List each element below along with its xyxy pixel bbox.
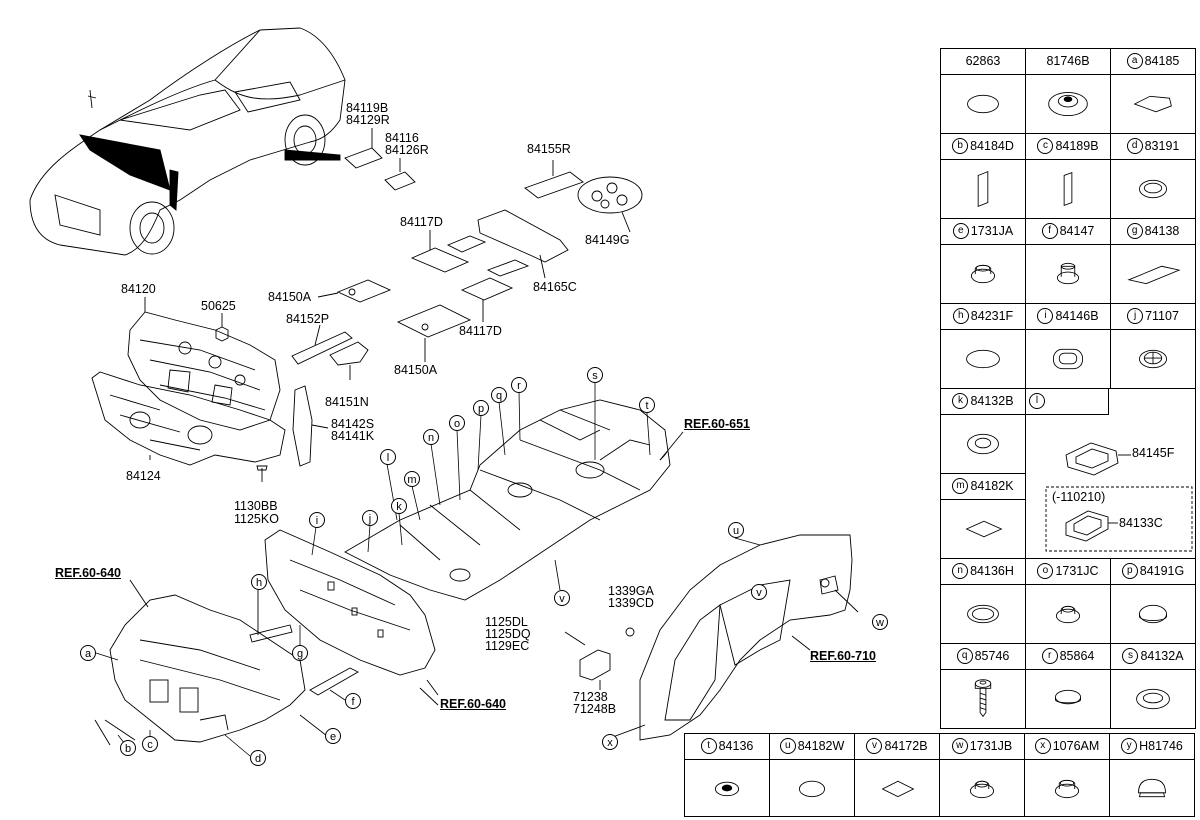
label-1125DQ: 1125DQ xyxy=(485,627,531,641)
callout-o: o xyxy=(449,415,465,431)
label-84165C: 84165C xyxy=(533,280,577,294)
callout-w: w xyxy=(872,614,888,630)
callout-p: p xyxy=(473,400,489,416)
label-84126R: 84126R xyxy=(385,143,429,157)
label-84117D-upper: 84117D xyxy=(400,215,443,229)
label-84129R: 84129R xyxy=(346,113,390,127)
label-1125DL: 1125DL xyxy=(485,615,528,629)
label-1339CD: 1339CD xyxy=(608,596,654,610)
legend-l-variant: (-110210) xyxy=(1052,490,1106,504)
callout-n: n xyxy=(423,429,439,445)
label-1339GA: 1339GA xyxy=(608,584,654,598)
ref-60-710[interactable]: REF.60-710 xyxy=(810,649,877,663)
callout-s: s xyxy=(587,367,603,383)
front-insulator xyxy=(109,594,306,743)
callout-q: q xyxy=(491,387,507,403)
callout-k: k xyxy=(391,498,407,514)
exploded-diagram xyxy=(29,27,859,757)
legend-cell-62863: 62863 xyxy=(940,48,1026,134)
callout-u: u xyxy=(728,522,744,538)
callout-x: x xyxy=(602,734,618,750)
callout-h: h xyxy=(251,574,267,590)
label-84142S: 84142S xyxy=(331,417,375,431)
pad-84116 xyxy=(344,147,383,169)
ref-60-640-bottom[interactable]: REF.60-640 xyxy=(440,697,507,711)
label-1130BB: 1130BB xyxy=(234,499,278,513)
callout-a: a xyxy=(80,645,96,661)
callout-i: i xyxy=(309,512,325,528)
label-1125KO: 1125KO xyxy=(234,512,279,526)
callout-l: l xyxy=(380,449,396,465)
callout-t: t xyxy=(639,397,655,413)
label-71238: 71238 xyxy=(573,690,608,704)
legend-l-part-84133C: 84133C xyxy=(1119,516,1163,530)
ref-60-640-left[interactable]: REF.60-640 xyxy=(55,566,122,580)
label-50625: 50625 xyxy=(201,299,236,313)
body-side-panel xyxy=(639,534,853,741)
label-84117D-lower: 84117D xyxy=(459,324,502,338)
label-84149G: 84149G xyxy=(585,233,630,247)
callout-d: d xyxy=(250,750,266,766)
label-84155R: 84155R xyxy=(527,142,571,156)
label-1129EC: 1129EC xyxy=(485,639,530,653)
legend-cell-l: l 84145F (-110210) 84133C xyxy=(1025,388,1196,559)
ref-60-651[interactable]: REF.60-651 xyxy=(684,417,751,431)
label-71248B: 71248B xyxy=(573,702,617,716)
floor-panel xyxy=(344,399,671,601)
dash-insulator-84124 xyxy=(91,371,286,466)
legend-cell-81746B: 81746B xyxy=(1025,48,1111,134)
callout-g: g xyxy=(292,645,308,661)
callout-r: r xyxy=(511,377,527,393)
label-84119B: 84119B xyxy=(346,101,389,115)
label-84150A-lower: 84150A xyxy=(394,363,438,377)
callout-v-floor: v xyxy=(554,590,570,606)
car-illustration xyxy=(29,27,346,256)
legend-l-part-84145F: 84145F xyxy=(1132,446,1175,460)
dash-panel-84120 xyxy=(127,311,281,431)
label-84116: 84116 xyxy=(385,131,419,145)
label-84150A-upper: 84150A xyxy=(268,290,312,304)
label-84151N: 84151N xyxy=(325,395,369,409)
callout-m: m xyxy=(404,471,420,487)
label-84152P: 84152P xyxy=(286,312,330,326)
callout-e: e xyxy=(325,728,341,744)
callout-j: j xyxy=(362,510,378,526)
label-84120: 84120 xyxy=(121,282,156,296)
label-84141K: 84141K xyxy=(331,429,375,443)
callout-v-side: v xyxy=(751,584,767,600)
label-84124: 84124 xyxy=(126,469,161,483)
callout-f: f xyxy=(345,693,361,709)
callout-b: b xyxy=(120,740,136,756)
callout-c: c xyxy=(142,736,158,752)
pad-84126R xyxy=(384,171,416,191)
